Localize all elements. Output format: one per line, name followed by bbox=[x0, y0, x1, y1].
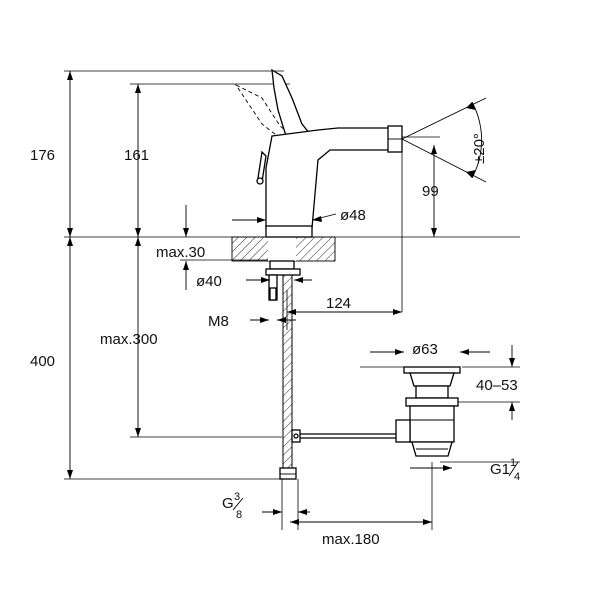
label-dia-48: ø48 bbox=[340, 207, 366, 224]
label-m8: M8 bbox=[208, 313, 229, 330]
label-max-30: max.30 bbox=[156, 244, 205, 261]
label-jet-angle: ±20° bbox=[471, 133, 488, 164]
label-max-300: max.300 bbox=[100, 331, 158, 348]
mixer-body bbox=[234, 68, 403, 238]
countertop bbox=[231, 236, 336, 262]
label-g-three-eighths: G 3 8 bbox=[222, 491, 244, 521]
label-176: 176 bbox=[30, 147, 55, 164]
waste-assembly bbox=[395, 366, 461, 457]
dimension-labels: 176 161 400 max.300 max.30 ø48 ø40 124 M… bbox=[30, 133, 520, 548]
svg-text:8: 8 bbox=[236, 509, 242, 521]
label-40-53: 40–53 bbox=[476, 377, 518, 394]
label-dia-63: ø63 bbox=[412, 341, 438, 358]
svg-text:4: 4 bbox=[514, 471, 520, 483]
label-400: 400 bbox=[30, 353, 55, 370]
mounting-hardware bbox=[265, 260, 396, 480]
label-g1-quarter: G1 1 4 bbox=[490, 457, 520, 483]
label-124: 124 bbox=[326, 295, 351, 312]
label-dia-40: ø40 bbox=[196, 273, 222, 290]
svg-text:1: 1 bbox=[510, 457, 516, 469]
label-max-180: max.180 bbox=[322, 531, 380, 548]
svg-text:G: G bbox=[222, 495, 234, 512]
label-99: 99 bbox=[422, 183, 439, 200]
label-161: 161 bbox=[124, 147, 149, 164]
dimension-lines bbox=[67, 71, 515, 525]
svg-text:3: 3 bbox=[234, 491, 240, 503]
svg-text:G1: G1 bbox=[490, 461, 510, 478]
